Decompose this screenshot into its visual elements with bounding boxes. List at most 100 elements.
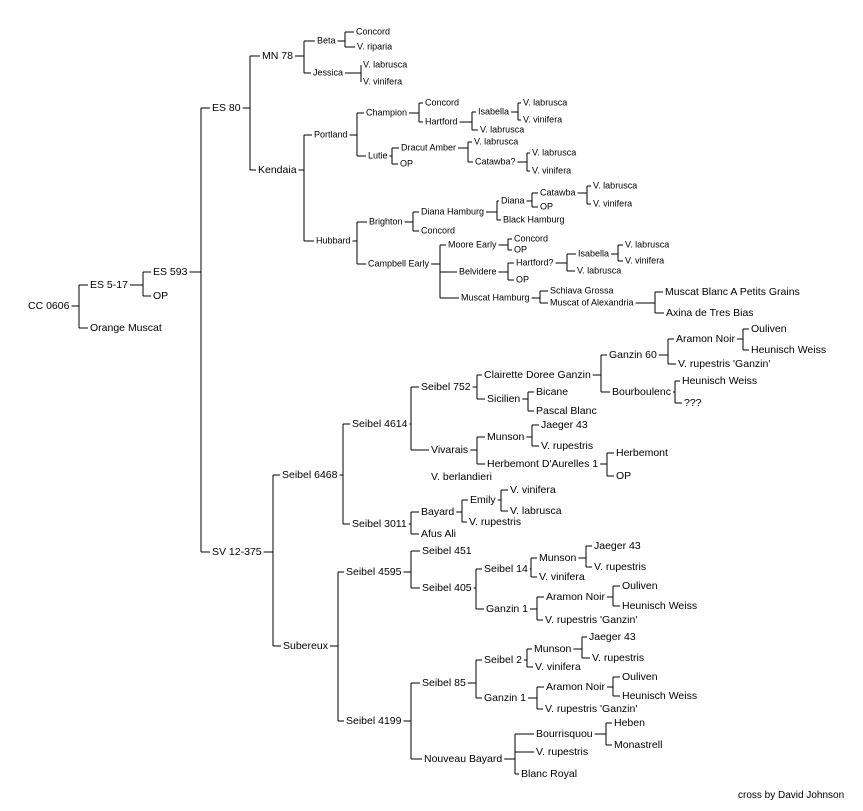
node-portland: Portland xyxy=(314,129,348,139)
node-seibel-4199: Seibel 4199 xyxy=(346,715,402,727)
node-v-labrusca: V. labrusca xyxy=(510,505,562,517)
node-aramon-noir: Aramon Noir xyxy=(546,681,605,693)
node-seibel-405: Seibel 405 xyxy=(422,582,472,594)
node-v-vinifera: V. vinifera xyxy=(593,198,632,208)
node-v-vinifera: V. vinifera xyxy=(363,76,402,86)
node-v-rupestris: V. rupestris xyxy=(592,652,644,664)
node-diana: Diana xyxy=(501,195,525,205)
credit-text: cross by David Johnson xyxy=(738,790,845,801)
node-moore-early: Moore Early xyxy=(448,239,497,249)
node-schiava-grossa: Schiava Grossa xyxy=(550,285,614,295)
node-munson: Munson xyxy=(534,643,572,655)
node-lutie: Lutie xyxy=(368,150,388,160)
node-op: OP xyxy=(540,201,553,211)
node-seibel-4614: Seibel 4614 xyxy=(352,418,408,430)
node-op: OP xyxy=(153,290,168,302)
node-seibel-6468: Seibel 6468 xyxy=(282,469,338,481)
node-hartford: Hartford xyxy=(425,116,458,126)
node-blanc-royal: Blanc Royal xyxy=(521,768,577,780)
node-v-vinifera: V. vinifera xyxy=(625,255,664,265)
node-seibel-3011: Seibel 3011 xyxy=(352,518,407,530)
node-subereux: Subereux xyxy=(283,640,329,652)
node-aramon-noir: Aramon Noir xyxy=(676,333,735,345)
node-herbemont-daurelles-1: Herbemont D'Aurelles 1 xyxy=(487,458,598,470)
node-v-rupestris-ganzin: V. rupestris 'Ganzin' xyxy=(545,614,637,626)
node-v-labrusca: V. labrusca xyxy=(577,265,621,275)
node-isabella: Isabella xyxy=(578,248,609,258)
node-concord: Concord xyxy=(421,225,455,235)
node-ganzin-60: Ganzin 60 xyxy=(609,349,657,361)
node-jaeger-43: Jaeger 43 xyxy=(541,419,588,431)
node-seibel-14: Seibel 14 xyxy=(484,563,528,575)
node-v-labrusca: V. labrusca xyxy=(363,59,407,69)
node-seibel-451: Seibel 451 xyxy=(422,545,472,557)
node-nouveau-bayard: Nouveau Bayard xyxy=(424,753,502,765)
node-kendaia: Kendaia xyxy=(258,164,297,176)
node-heunisch-weiss: Heunisch Weiss xyxy=(622,690,697,702)
node-aramon-noir: Aramon Noir xyxy=(546,591,605,603)
node-v-rupestris: V. rupestris xyxy=(594,561,646,573)
node-es-5-17: ES 5-17 xyxy=(90,279,128,291)
node-catawba: Catawba xyxy=(540,187,576,197)
node-v-rupestris: V. rupestris xyxy=(469,516,521,528)
node-op: OP xyxy=(400,158,413,168)
node-es-593: ES 593 xyxy=(153,266,188,278)
node-seibel-752: Seibel 752 xyxy=(421,381,471,393)
node-ganzin-1: Ganzin 1 xyxy=(486,603,528,615)
node-es-80: ES 80 xyxy=(212,102,241,114)
node-sicilien: Sicilien xyxy=(487,393,520,405)
node-jaeger-43: Jaeger 43 xyxy=(594,540,641,552)
node-munson: Munson xyxy=(539,552,577,564)
node-v-rupestris-ganzin: V. rupestris 'Ganzin' xyxy=(678,358,770,370)
node-heunisch-weiss: Heunisch Weiss xyxy=(622,600,697,612)
node-isabella: Isabella xyxy=(478,106,509,116)
node-diana-hamburg: Diana Hamburg xyxy=(421,206,484,216)
node-v-labrusca: V. labrusca xyxy=(480,124,524,134)
node-op: OP xyxy=(516,274,529,284)
node-pascal-blanc: Pascal Blanc xyxy=(536,405,597,417)
node-munson: Munson xyxy=(487,431,525,443)
node-v-berlandieri: V. berlandieri xyxy=(431,471,492,483)
node-brighton: Brighton xyxy=(369,216,403,226)
node-jaeger-43: Jaeger 43 xyxy=(589,631,636,643)
node-bourrisquou: Bourrisquou xyxy=(536,728,593,740)
node-campbell-early: Campbell Early xyxy=(368,258,430,268)
node-mn-78: MN 78 xyxy=(262,50,293,62)
node-hubbard: Hubbard xyxy=(316,235,351,245)
node-v-rupestris: V. rupestris xyxy=(541,440,593,452)
node-orange-muscat: Orange Muscat xyxy=(90,322,162,334)
node-muscat-hamburg: Muscat Hamburg xyxy=(461,292,530,302)
node-seibel-4595: Seibel 4595 xyxy=(346,566,402,578)
node-herbemont: Herbemont xyxy=(616,447,668,459)
node-concord: Concord xyxy=(514,233,548,243)
node-cc-0606: CC 0606 xyxy=(28,300,70,312)
node-v-labrusca: V. labrusca xyxy=(523,97,567,107)
node-sv-12-375: SV 12-375 xyxy=(212,546,262,558)
node-seibel-2: Seibel 2 xyxy=(484,654,522,666)
node-v-rupestris-ganzin: V. rupestris 'Ganzin' xyxy=(545,703,637,715)
node-v-vinifera: V. vinifera xyxy=(532,165,571,175)
node-v-riparia: V. riparia xyxy=(357,41,392,51)
node-dracut-amber: Dracut Amber xyxy=(401,142,456,152)
node-catawba: Catawba? xyxy=(475,156,516,166)
node-muscat-blanc-a-petits-grains: Muscat Blanc A Petits Grains xyxy=(665,286,800,298)
node-bayard: Bayard xyxy=(421,506,454,518)
node-hartford: Hartford? xyxy=(516,257,554,267)
node-heben: Heben xyxy=(614,717,645,729)
node-concord: Concord xyxy=(425,97,459,107)
node-clairette-doree-ganzin: Clairette Doree Ganzin xyxy=(484,369,591,381)
node-afus-ali: Afus Ali xyxy=(421,528,456,540)
node-op: OP xyxy=(514,244,527,254)
node-emily: Emily xyxy=(470,494,496,506)
node-v-labrusca: V. labrusca xyxy=(625,239,669,249)
node-ouliven: Ouliven xyxy=(751,323,787,335)
node-heunisch-weiss: Heunisch Weiss xyxy=(751,344,826,356)
node-beta: Beta xyxy=(317,35,336,45)
node-v-vinifera: V. vinifera xyxy=(539,571,585,583)
node-v-vinifera: V. vinifera xyxy=(535,661,581,673)
node-jessica: Jessica xyxy=(313,67,343,77)
node-ganzin-1: Ganzin 1 xyxy=(484,692,526,704)
node-muscat-of-alexandria: Muscat of Alexandria xyxy=(550,297,634,307)
